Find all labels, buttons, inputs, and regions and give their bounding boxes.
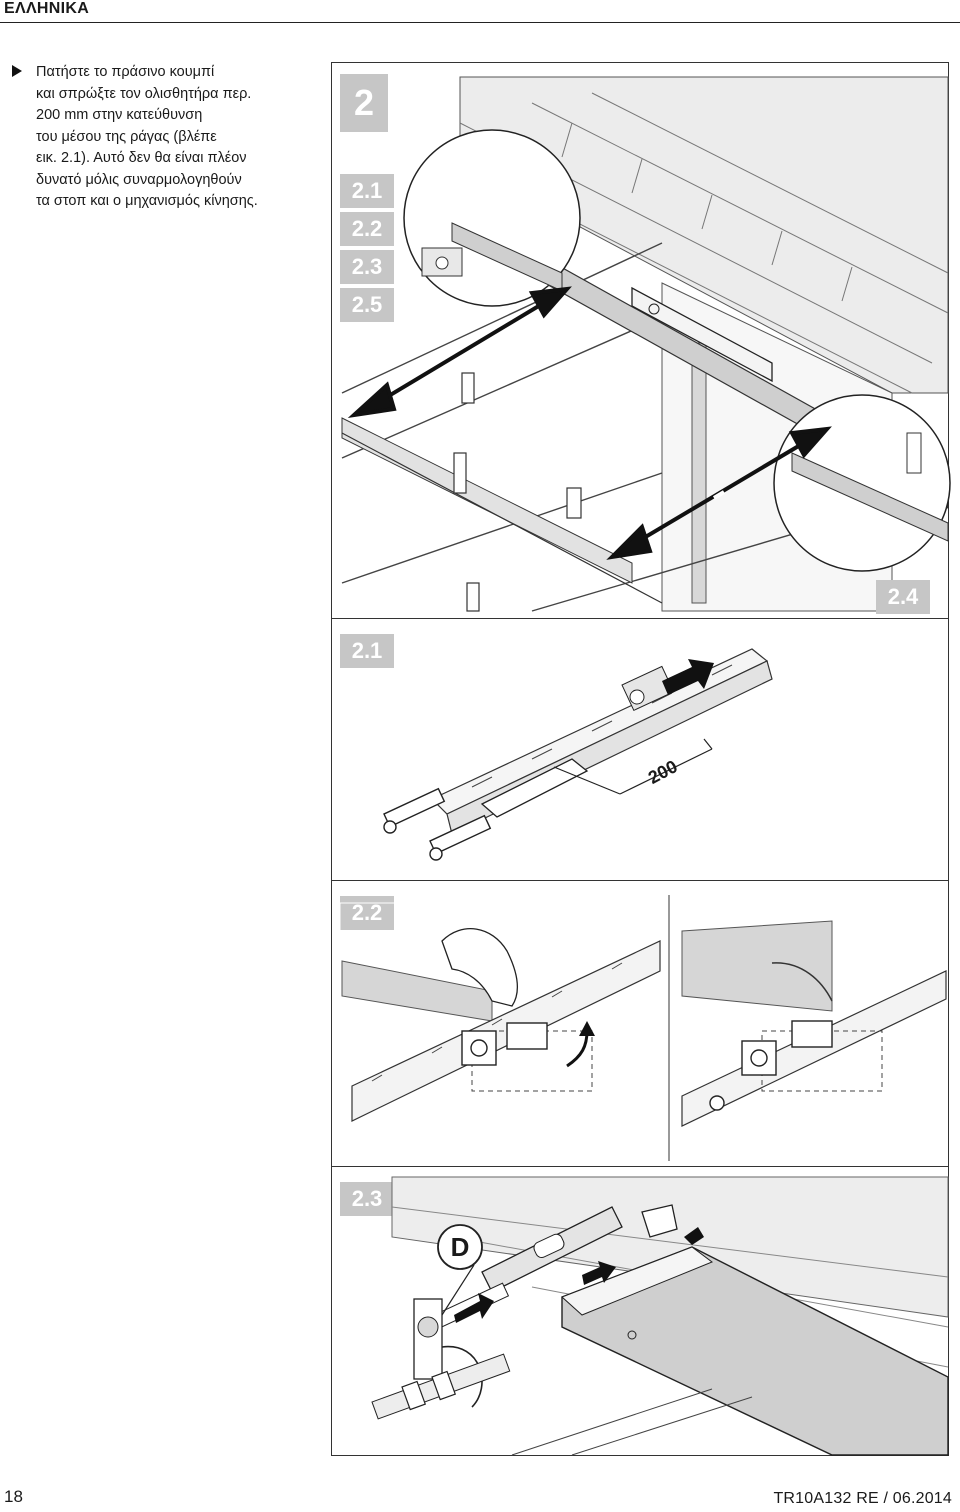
step-label: 2.2 [340, 212, 394, 246]
page-header: ΕΛΛΗΝΙΚΑ [0, 0, 960, 23]
figure-label: 2.3 [340, 1182, 394, 1216]
instruction-line: 200 mm στην κατεύθυνση [36, 107, 203, 123]
figure-divider [331, 880, 949, 881]
instruction-line: και σπρώξτε τον ολισθητήρα περ. [36, 85, 252, 102]
step-label: 2.3 [340, 250, 394, 284]
figure-label: 2 [340, 74, 388, 132]
instruction-line: Πατήστε το πράσινο κουμπί [36, 64, 215, 80]
instruction-line: εικ. 2.1). Αυτό δεν θα είναι πλέον [36, 150, 247, 166]
figure-divider [331, 618, 949, 619]
figure-divider [331, 1166, 949, 1167]
instruction-line: τα στοπ και ο μηχανισμός κίνησης. [36, 193, 258, 209]
instruction-text: Πατήστε το πράσινο κουμπί και σπρώξτε το… [8, 62, 308, 213]
detail-label: 2.4 [876, 580, 930, 614]
document-reference: TR10A132 RE / 06.2014 [773, 1490, 952, 1507]
step-label: 2.5 [340, 288, 394, 322]
figure-2-3-illustration [371, 1176, 949, 1456]
figure-2-illustration [341, 76, 951, 612]
figure-2-1-illustration [383, 648, 773, 861]
instruction-line: του μέσου της ράγας (βλέπε [36, 128, 217, 145]
bullet-arrow-icon [12, 65, 22, 77]
figure-2-2-illustration [339, 895, 947, 1162]
figure-label: 2.1 [340, 634, 394, 668]
instruction-line: δυνατό μόλις συναρμολογηθούν [36, 171, 242, 188]
figure-label: 2.2 [340, 896, 394, 930]
language-label: ΕΛΛΗΝΙΚΑ [4, 0, 90, 17]
callout-label: D [450, 1232, 470, 1262]
step-label: 2.1 [340, 174, 394, 208]
figure-frame [331, 62, 949, 1456]
page-number: 18 [4, 1487, 23, 1506]
